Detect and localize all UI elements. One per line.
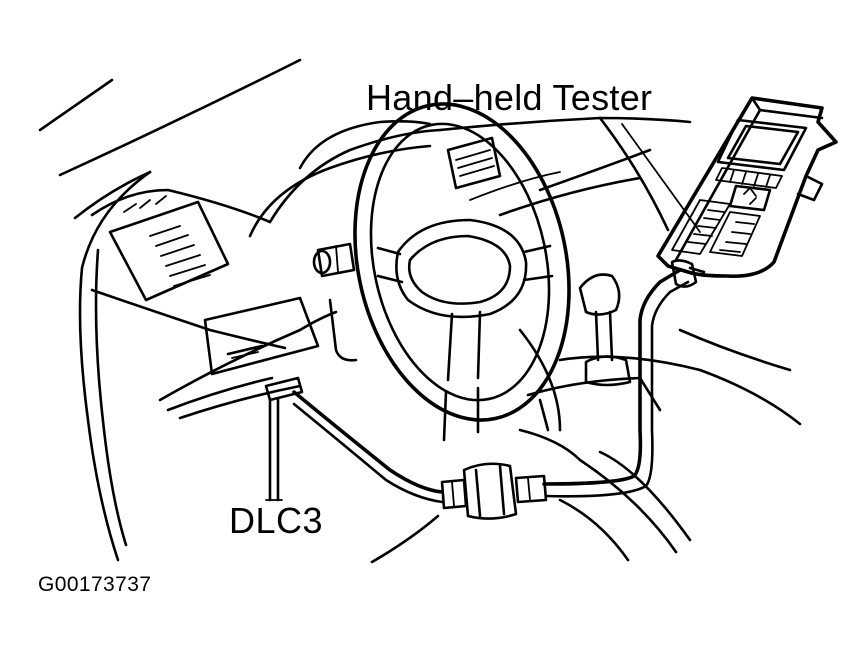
cable-dlc3-to-adapter	[292, 390, 444, 504]
figure-id: G00173737	[38, 573, 152, 596]
steering-wheel	[353, 102, 571, 442]
center-console	[518, 273, 802, 432]
hand-held-tester-label: Hand–held Tester	[366, 77, 653, 118]
door-edge	[78, 170, 152, 562]
hand-held-tester	[656, 96, 838, 288]
cable-adapter	[440, 462, 548, 520]
windshield-lines	[38, 58, 302, 220]
tester-keypad	[671, 199, 761, 257]
left-air-vent	[108, 195, 230, 302]
leader-lines	[621, 123, 701, 233]
dashboard	[90, 116, 692, 238]
center-vent	[446, 136, 502, 190]
cable-adapter-to-tester	[542, 268, 690, 498]
lower-dash-panel	[90, 288, 358, 420]
seat-lines	[370, 428, 692, 564]
ignition-key	[312, 242, 356, 278]
dlc3-label: DLC3	[229, 500, 324, 541]
dlc3-connector	[264, 376, 304, 502]
